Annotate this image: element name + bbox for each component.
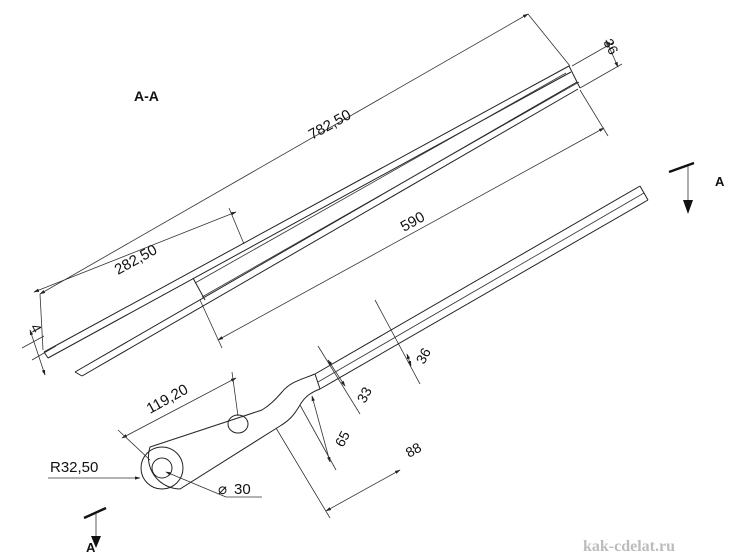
taper-lower [279,388,321,427]
eye-outer-radius [140,446,184,490]
dim-straight-length: 590 [199,89,609,349]
taper-upper [261,373,316,411]
dim-65-label: 65 [332,428,354,449]
dim-119-label: 119,20 [144,381,191,418]
eye-plate-outline [147,409,281,490]
dim-tube-width: 36 [571,36,623,89]
dim-282-label: 282,50 [112,241,160,278]
dim-bar-33: 33 [317,345,376,415]
tube-step [192,277,206,301]
tube-inner-line-2 [201,81,580,298]
dim-4-label: 4 [27,321,45,336]
dim-782-label: 782,50 [306,106,354,143]
tube-line-3 [43,65,570,353]
dim-88-label: 88 [403,439,425,461]
lower-bar [140,185,649,490]
dim-30-label: 30 [234,481,251,498]
eye-hole [151,457,173,479]
tube-end-cap [568,65,581,89]
dim-36-top-label: 36 [600,36,622,57]
dim-r32-label: R32,50 [50,459,98,476]
diameter-symbol: ⌀ [218,481,227,498]
dim-end-radius: R32,50 [48,459,141,480]
dim-33-label: 33 [354,384,376,405]
dim-hole-spacing: 119,20 [117,371,239,461]
bar-center-edge [317,192,645,383]
bar-bottom-edge [319,199,649,390]
watermark: kak-cdelat.ru [583,538,675,555]
dim-hole-diameter: ⌀ 30 [165,471,262,498]
bar-top-edge [314,185,641,375]
section-mark-bottom: A [83,506,107,555]
plate-top-edge [149,409,263,448]
dim-590-label: 590 [398,208,428,235]
bar-step [314,373,321,390]
dim-36-bar-label: 36 [413,345,435,366]
bar-end [639,185,649,201]
dim-88: 88 [275,427,425,519]
dim-65: 65 [299,395,354,471]
dim-total-length: 782,50 [39,13,571,351]
section-mark-top: A [668,161,725,214]
section-view-tube [43,65,581,377]
section-mark-top-label: A [715,174,725,189]
tube-inner-line [194,72,567,284]
tube-start-cap-2 [74,371,83,377]
section-mark-bottom-label: A [86,540,96,555]
section-title: A-A [134,88,159,104]
dim-short-length: 282,50 [33,207,245,293]
dim-bar-36: 36 [374,299,435,385]
